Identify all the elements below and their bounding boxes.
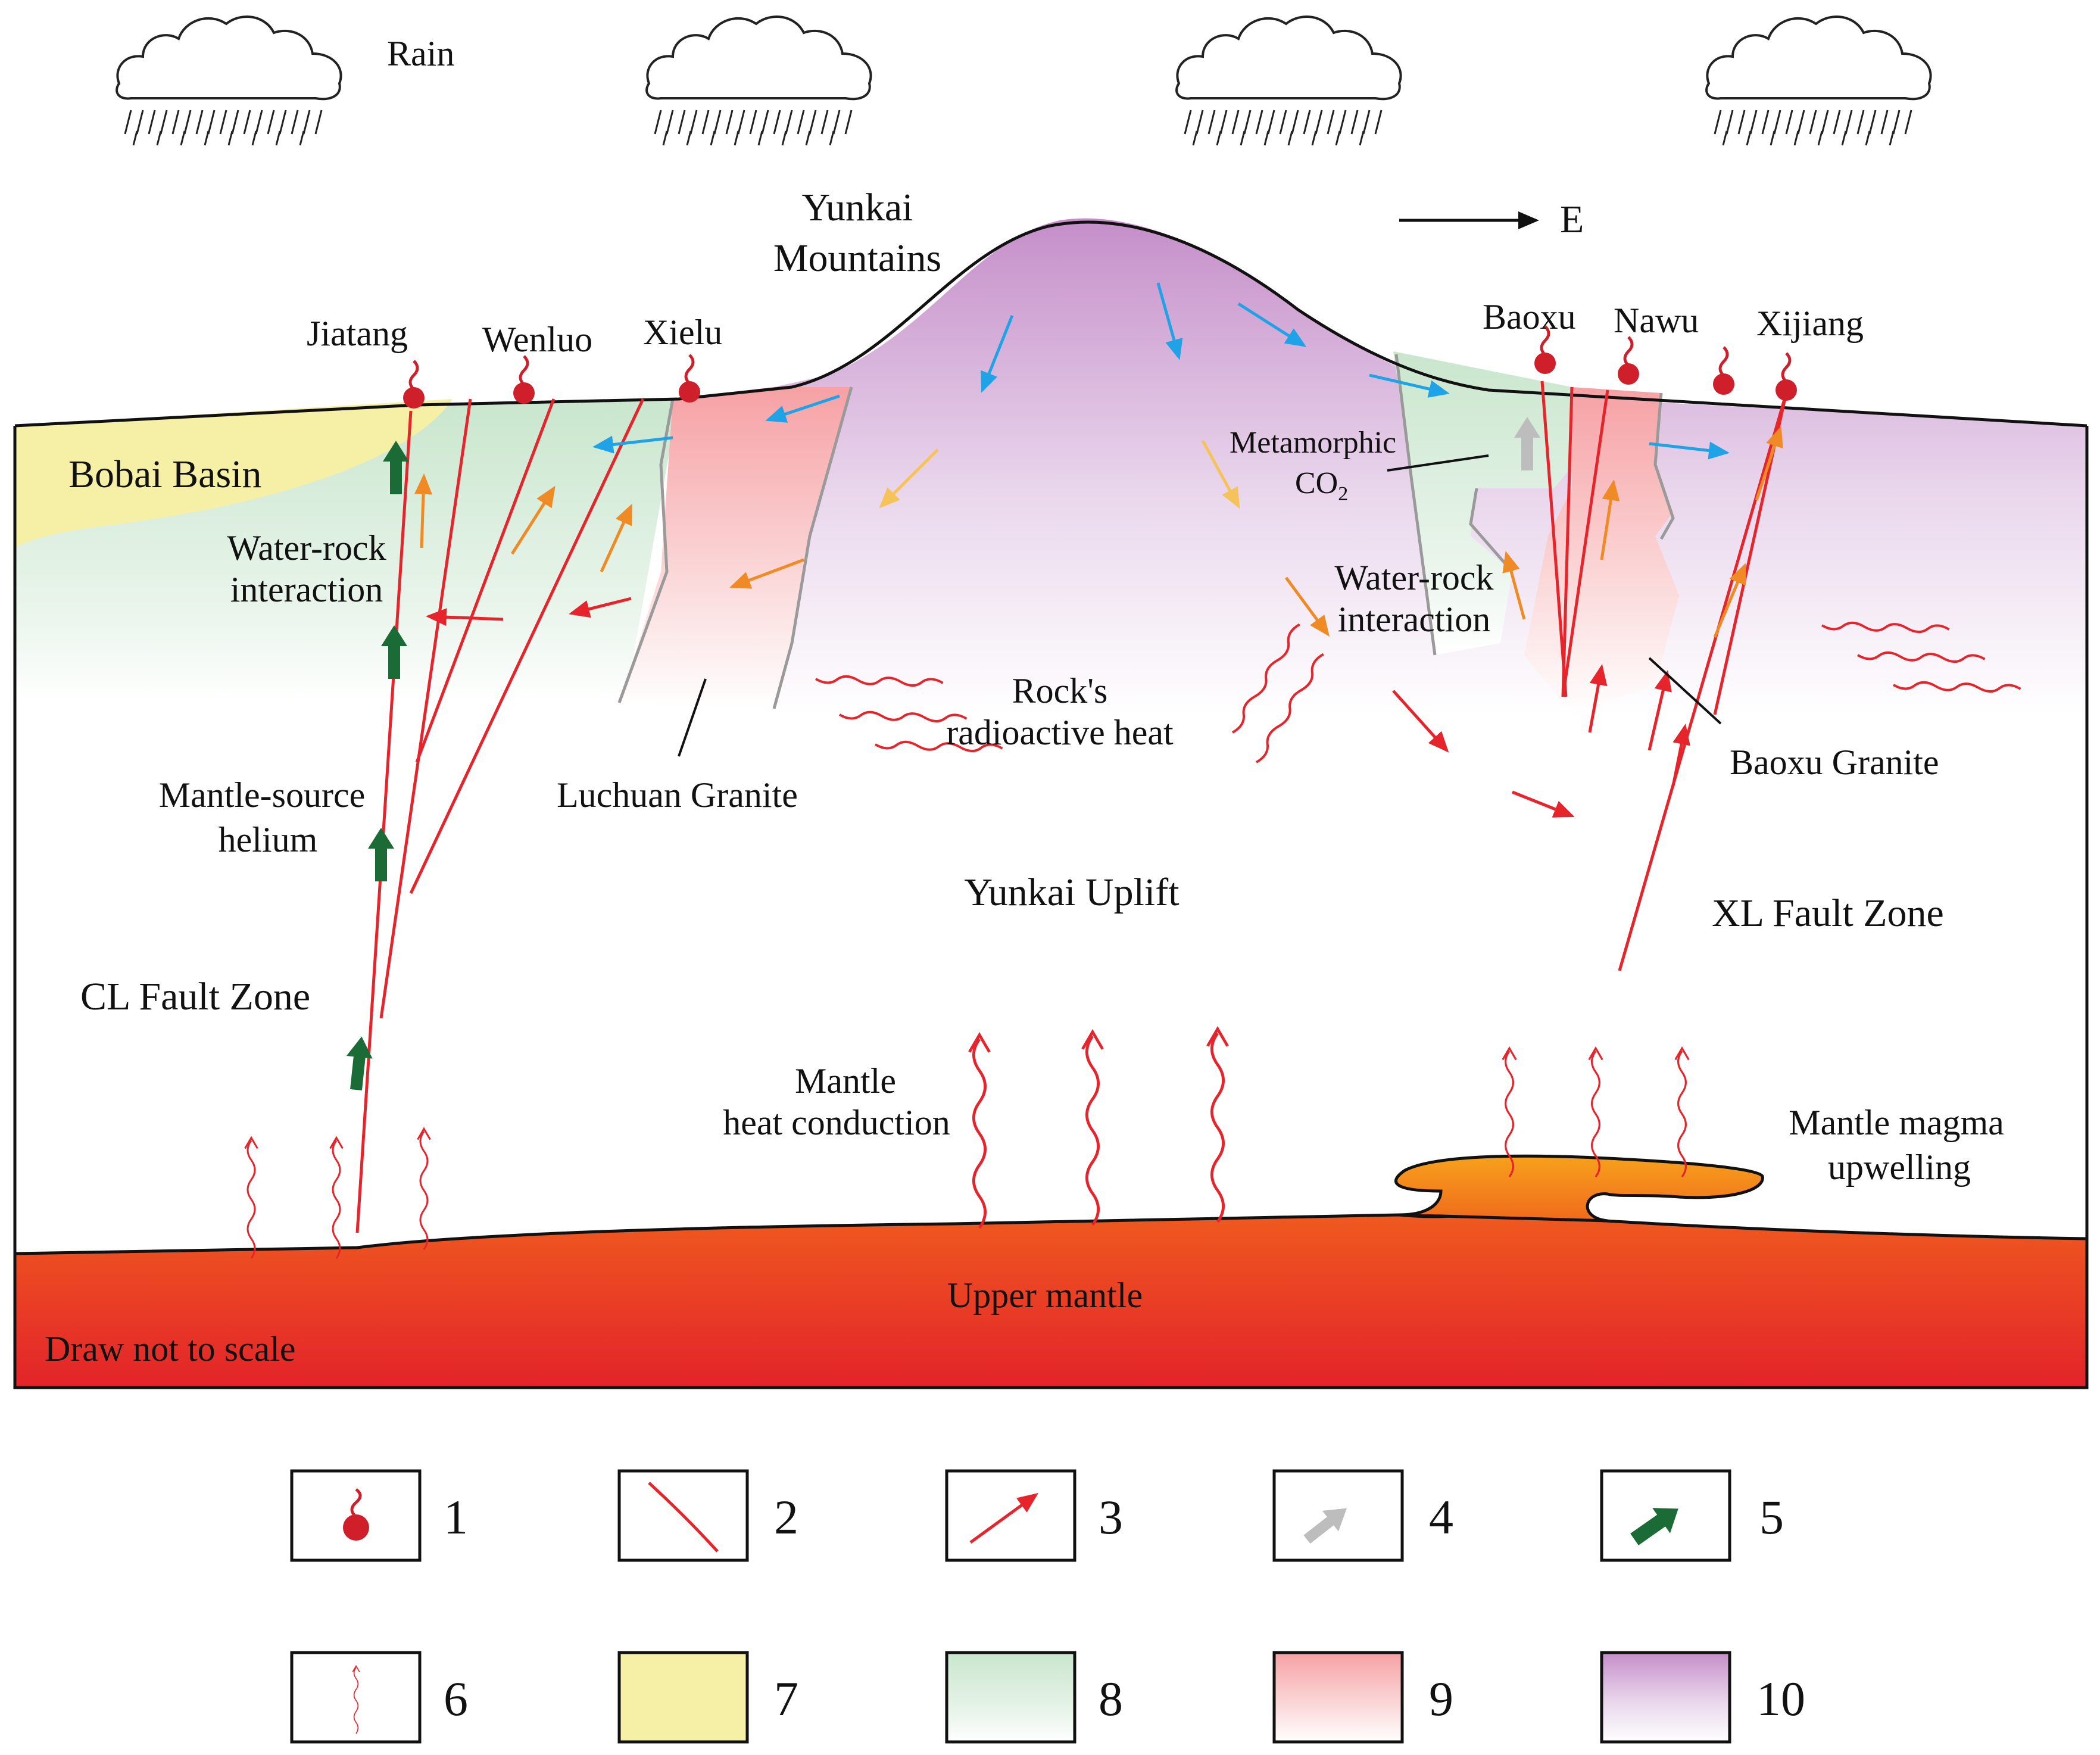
label-upper-mantle: Upper mantle bbox=[947, 1276, 1143, 1315]
spring-label-xielu: Xielu bbox=[643, 313, 722, 352]
hot-spring-icon bbox=[1618, 337, 1639, 385]
hot-spring-icon bbox=[1713, 347, 1734, 395]
label-rock-heat-2: radioactive heat bbox=[946, 713, 1174, 752]
hot-spring-icon bbox=[1776, 353, 1797, 401]
legend-item-1: 1 bbox=[290, 1469, 468, 1562]
hot-spring-icon bbox=[343, 1488, 369, 1541]
label-yunkai-mountains-1: Yunkai bbox=[802, 186, 913, 229]
label-mantle-heat-2: heat conduction bbox=[723, 1103, 950, 1142]
legend-item-6: 6 bbox=[290, 1651, 468, 1744]
thermal-fluid-arrows bbox=[414, 426, 1783, 638]
legend-item-7: 7 bbox=[617, 1651, 798, 1744]
svg-text:5: 5 bbox=[1759, 1490, 1784, 1544]
upper-mantle-zone bbox=[13, 1211, 2089, 1389]
svg-text:6: 6 bbox=[444, 1672, 468, 1726]
label-water-rock-right-2: interaction bbox=[1338, 600, 1491, 639]
legend-item-9: 9 bbox=[1272, 1651, 1453, 1744]
spring-label-wenluo: Wenluo bbox=[482, 320, 592, 359]
label-metamorphic-2: CO2 bbox=[1295, 466, 1348, 505]
svg-text:4: 4 bbox=[1429, 1490, 1453, 1544]
helium-arrow-icon bbox=[383, 441, 409, 494]
svg-text:2: 2 bbox=[774, 1490, 798, 1544]
label-water-rock-left-1: Water-rock bbox=[227, 528, 386, 568]
cl-fault-zone bbox=[355, 398, 645, 1233]
cloud-icon bbox=[1705, 15, 1932, 146]
fault-line-icon bbox=[648, 1482, 719, 1553]
label-mantle-heat-1: Mantle bbox=[795, 1061, 896, 1101]
label-cl-fault-zone: CL Fault Zone bbox=[80, 975, 310, 1018]
legend-item-8: 8 bbox=[945, 1651, 1123, 1744]
co2-arrow-icon bbox=[1303, 1508, 1347, 1544]
water-rock-zone-right bbox=[1393, 351, 1584, 655]
svg-text:10: 10 bbox=[1756, 1672, 1805, 1726]
fluid-arrow-icon bbox=[969, 1493, 1039, 1544]
spring-label-jiatang: Jiatang bbox=[307, 314, 408, 353]
legend-item-3: 3 bbox=[945, 1469, 1123, 1562]
label-magma-2: upwelling bbox=[1828, 1148, 1971, 1187]
heated-fluid-arrows bbox=[426, 597, 1690, 818]
cloud-icon bbox=[645, 15, 872, 146]
label-rock-heat-1: Rock's bbox=[1012, 671, 1108, 710]
ground-surface-line bbox=[14, 220, 2087, 428]
bobai-basin-zone bbox=[15, 399, 453, 548]
label-water-rock-right-1: Water-rock bbox=[1334, 558, 1493, 597]
mantle-helium-arrows bbox=[346, 417, 1540, 1091]
co2-arrow-icon bbox=[1514, 417, 1540, 470]
spring-label-nawu: Nawu bbox=[1614, 301, 1699, 340]
rain-label: Rain bbox=[387, 34, 454, 73]
east-label: E bbox=[1560, 198, 1584, 241]
label-metamorphic-1: Metamorphic bbox=[1230, 426, 1396, 460]
meteoric-water-arrows bbox=[879, 439, 1240, 509]
hot-spring-icon bbox=[513, 356, 535, 404]
label-not-to-scale: Draw not to scale bbox=[45, 1329, 296, 1369]
label-luchuan-granite: Luchuan Granite bbox=[557, 775, 798, 815]
spring-label-baoxu: Baoxu bbox=[1483, 297, 1576, 336]
label-xl-fault-zone: XL Fault Zone bbox=[1712, 891, 1944, 935]
legend-item-5: 5 bbox=[1600, 1469, 1784, 1562]
svg-text:1: 1 bbox=[444, 1490, 468, 1544]
magma-upwelling-body bbox=[1394, 1154, 1764, 1223]
cloud-icon bbox=[116, 15, 342, 146]
legend-item-4: 4 bbox=[1272, 1469, 1453, 1562]
label-bobai-basin: Bobai Basin bbox=[68, 453, 262, 496]
legend-item-10: 10 bbox=[1600, 1651, 1805, 1744]
hot-spring-icon bbox=[403, 361, 425, 409]
helium-arrow-icon bbox=[381, 625, 407, 679]
cross-section bbox=[13, 218, 2089, 1389]
label-baoxu-granite: Baoxu Granite bbox=[1730, 743, 1939, 782]
label-magma-1: Mantle magma bbox=[1789, 1103, 2004, 1142]
groundwater-flow-arrows bbox=[592, 282, 1730, 460]
hot-spring-icon bbox=[679, 355, 700, 403]
label-mantle-helium-1: Mantle-source bbox=[159, 775, 366, 815]
svg-text:9: 9 bbox=[1429, 1672, 1453, 1726]
leader-lines bbox=[678, 454, 1722, 757]
svg-text:8: 8 bbox=[1099, 1672, 1123, 1726]
label-yunkai-uplift: Yunkai Uplift bbox=[964, 871, 1179, 914]
label-mantle-helium-2: helium bbox=[219, 820, 318, 859]
rain-clouds: Rain bbox=[116, 15, 1932, 146]
helium-arrow-icon bbox=[346, 1036, 373, 1091]
legend: 1 2 3 4 5 6 7 bbox=[290, 1469, 1805, 1744]
hot-springs: Jiatang Wenluo Xielu Baoxu Nawu Xijiang bbox=[307, 297, 1864, 409]
label-water-rock-left-2: interaction bbox=[230, 570, 383, 609]
legend-item-2: 2 bbox=[617, 1469, 798, 1562]
helium-arrow-icon bbox=[368, 828, 394, 881]
svg-text:3: 3 bbox=[1099, 1490, 1123, 1544]
label-yunkai-mountains-2: Mountains bbox=[773, 236, 941, 280]
diagram-labels: Yunkai Mountains Bobai Basin Water-rock … bbox=[45, 186, 2004, 1369]
spring-label-xijiang: Xijiang bbox=[1756, 304, 1864, 343]
svg-text:7: 7 bbox=[774, 1672, 798, 1726]
helium-arrow-icon bbox=[1630, 1508, 1678, 1545]
direction-indicator: E bbox=[1399, 198, 1584, 241]
cloud-icon bbox=[1175, 15, 1402, 146]
